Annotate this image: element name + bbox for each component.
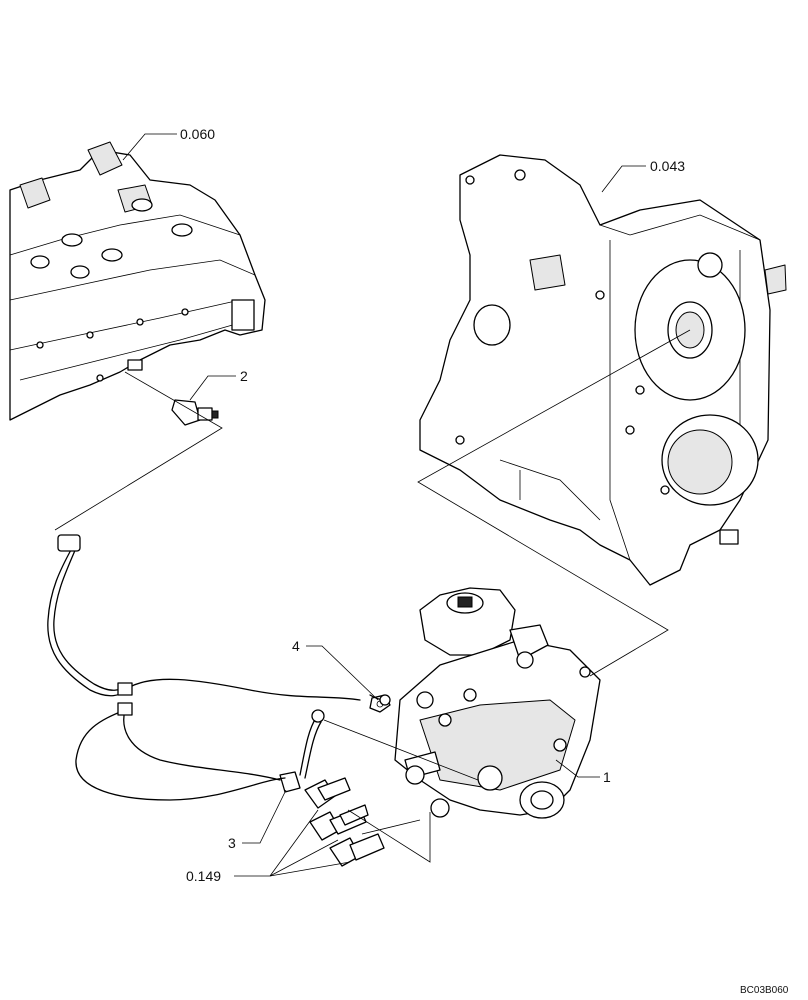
callout-0-060: 0.060 [180,126,215,142]
callout-item-4: 4 [292,638,300,654]
leader-lines [54,133,691,877]
fuel-injection-pump-illustration [394,587,601,819]
injection-line-fittings-illustration [304,777,385,867]
item-2-fitting-illustration [171,399,219,426]
callout-0-149: 0.149 [186,868,221,884]
wiring-harness-illustration [47,534,391,801]
callout-item-3: 3 [228,835,236,851]
callout-0-043: 0.043 [650,158,685,174]
item-3-connector-illustration [279,771,301,793]
callout-item-1: 1 [603,769,611,785]
cylinder-head-illustration [9,141,266,421]
drawing-code: BC03B060 [740,985,789,996]
gear-housing-illustration [419,154,787,586]
callout-item-2: 2 [240,368,248,384]
